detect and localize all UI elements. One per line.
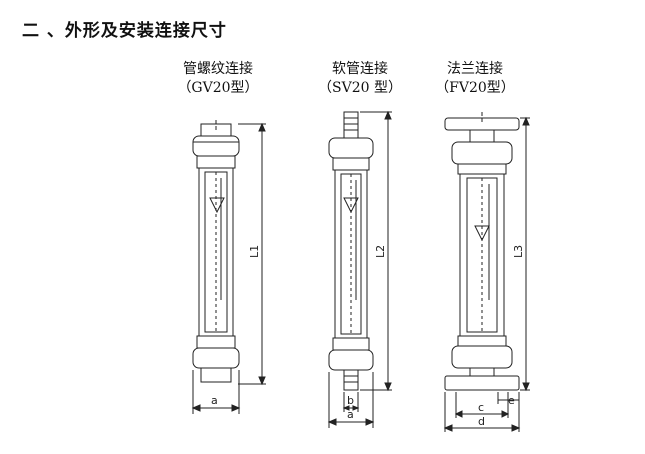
dim-label-l2: L2 xyxy=(374,245,387,258)
gv20-dimensions xyxy=(191,122,266,414)
dim-label-l3: L3 xyxy=(512,245,525,258)
sv20-flowmeter xyxy=(328,111,374,391)
gv20-flowmeter xyxy=(192,120,240,383)
dim-label-d: d xyxy=(478,415,485,428)
variant-sv-model: （SV20 型） xyxy=(318,80,402,96)
page-title: 二 、外形及安装连接尺寸 xyxy=(22,21,227,41)
dim-label-c: c xyxy=(478,401,484,414)
dim-label-a-gv: a xyxy=(211,394,218,407)
variant-fv-name: 法兰连接 xyxy=(447,61,503,77)
dim-label-e: e xyxy=(508,394,515,407)
fv20-flowmeter xyxy=(444,112,520,391)
variant-gv-name: 管螺纹连接 xyxy=(183,61,253,77)
variant-fv-model: （FV20型） xyxy=(435,80,515,96)
dim-label-b: b xyxy=(347,394,354,407)
dim-label-l1: L1 xyxy=(248,245,261,258)
dim-label-a-sv: a xyxy=(347,408,354,421)
sv20-dimensions xyxy=(327,110,392,428)
fv20-dimensions xyxy=(443,116,530,432)
variant-sv-name: 软管连接 xyxy=(332,61,388,77)
variant-gv-model: （GV20型） xyxy=(177,80,259,96)
